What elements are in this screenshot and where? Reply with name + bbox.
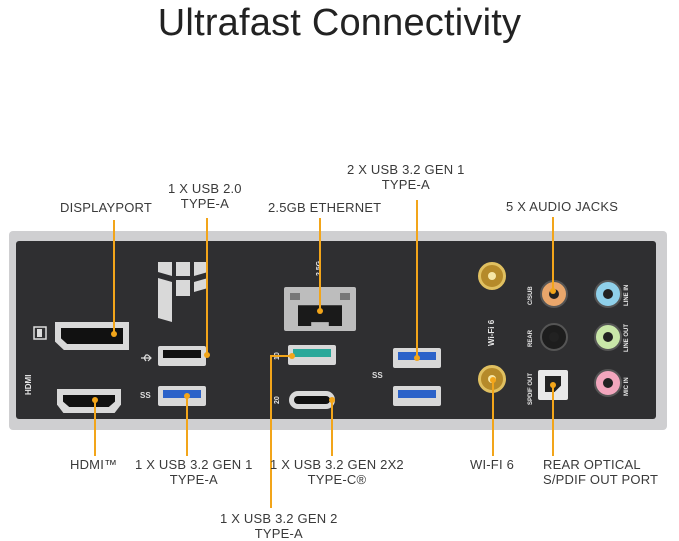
tuf-logo-icon (158, 262, 208, 322)
callout-line-hdmi (94, 400, 96, 456)
label-ethernet: 2.5GB ETHERNET (268, 200, 382, 215)
callout-line-usb32gen2-h (270, 355, 292, 357)
audio-rear-silk: REAR (528, 329, 534, 347)
label-audio-jacks: 5 X AUDIO JACKS (506, 199, 619, 214)
ethernet-led-left (290, 293, 300, 300)
ss-usb-icon-right: SS (372, 371, 383, 380)
label-displayport: DISPLAYPORT (60, 200, 153, 215)
callout-dot-usb32gen1-x2 (414, 355, 420, 361)
audio-jack-line-in (594, 280, 622, 308)
callout-line-displayport (113, 220, 115, 334)
usb-icon (141, 354, 152, 362)
callout-dot-usb32gen1 (184, 393, 190, 399)
label-usb32gen1-x2-line2: TYPE-A (381, 177, 430, 192)
callout-dot-usb32gen2 (289, 353, 295, 359)
audio-line-in-silk: LINE IN (624, 284, 630, 306)
wifi-silk-label: Wi-Fi 6 (487, 319, 496, 346)
wifi-antenna-top (478, 262, 506, 290)
callout-dot-usb20 (204, 352, 210, 358)
ss20-silk: 20 (274, 396, 281, 404)
usb32gen1-port-bottom (393, 386, 441, 406)
usb32gen1-port-left (158, 386, 206, 406)
label-usb32gen2x2-line1: 1 X USB 3.2 GEN 2X2 (270, 457, 404, 472)
label-usb20-line1: 1 X USB 2.0 (168, 181, 242, 196)
label-usb32gen2x2-line2: TYPE-C® (307, 472, 367, 487)
audio-jack-csub (540, 280, 568, 308)
label-usb32gen2-line1: 1 X USB 3.2 GEN 2 (220, 511, 338, 526)
label-usb32gen1-x2: 2 X USB 3.2 GEN 1 TYPE-A (347, 162, 465, 192)
label-usb32gen1-line2: TYPE-A (169, 472, 218, 487)
callout-line-usb32gen2x2 (331, 400, 333, 456)
hdmi-silk-label: HDMI (24, 374, 33, 395)
callout-dot-wifi (490, 377, 496, 383)
ss-usb-icon: SS (140, 391, 151, 400)
callout-line-optical (552, 385, 554, 456)
callout-dot-hdmi (92, 397, 98, 403)
audio-mic-in-silk: MIC IN (624, 377, 630, 396)
callout-line-usb32gen1 (186, 396, 188, 456)
label-optical-line2: S/PDIF OUT PORT (543, 472, 659, 487)
callout-line-ethernet (319, 218, 321, 312)
label-usb32gen2x2: 1 X USB 3.2 GEN 2X2 TYPE-C® (270, 457, 404, 487)
hdmi-socket (63, 395, 115, 407)
ethernet-socket (298, 305, 342, 326)
audio-line-out-silk: LINE OUT (624, 324, 630, 352)
usb-c-socket (294, 396, 330, 404)
audio-jack-line-out (594, 323, 622, 351)
page-title: Ultrafast Connectivity (157, 2, 522, 44)
callout-dot-displayport (111, 331, 117, 337)
label-usb32gen2: 1 X USB 3.2 GEN 2 TYPE-A (220, 511, 338, 541)
displayport-socket (61, 328, 123, 344)
callout-line-usb20 (206, 218, 208, 356)
label-usb32gen1-x2-line1: 2 X USB 3.2 GEN 1 (347, 162, 465, 177)
label-optical: REAR OPTICAL S/PDIF OUT PORT (543, 457, 658, 487)
label-optical-line1: REAR OPTICAL (543, 457, 641, 472)
label-wifi: WI-FI 6 (470, 457, 515, 472)
svg-text:SS: SS (140, 391, 151, 400)
callout-dot-audio (550, 288, 556, 294)
usb20-port (158, 346, 206, 366)
callout-line-usb32gen1-x2 (416, 200, 418, 358)
usb32gen2-port (288, 345, 336, 365)
callout-dot-usb32gen2x2 (329, 397, 335, 403)
callout-line-audio (552, 217, 554, 292)
audio-csub-silk: C/SUB (528, 286, 534, 305)
label-usb32gen1-line1: 1 X USB 3.2 GEN 1 (135, 457, 253, 472)
svg-text:SS: SS (372, 371, 383, 380)
callout-dot-ethernet (317, 308, 323, 314)
label-hdmi: HDMI™ (70, 457, 118, 472)
audio-jack-mic-in (594, 369, 622, 397)
audio-jack-rear (540, 323, 568, 351)
callout-line-wifi (492, 380, 494, 456)
ethernet-led-right (340, 293, 350, 300)
displayport-icon (33, 326, 47, 340)
label-usb32gen2-line2: TYPE-A (254, 526, 303, 541)
label-usb20: 1 X USB 2.0 TYPE-A (168, 181, 242, 211)
audio-spdif-silk: SPDIF OUT (528, 372, 534, 405)
label-usb32gen1: 1 X USB 3.2 GEN 1 TYPE-A (135, 457, 253, 487)
callout-line-usb32gen2 (270, 356, 272, 508)
callout-dot-optical (550, 382, 556, 388)
label-usb20-line2: TYPE-A (180, 196, 229, 211)
